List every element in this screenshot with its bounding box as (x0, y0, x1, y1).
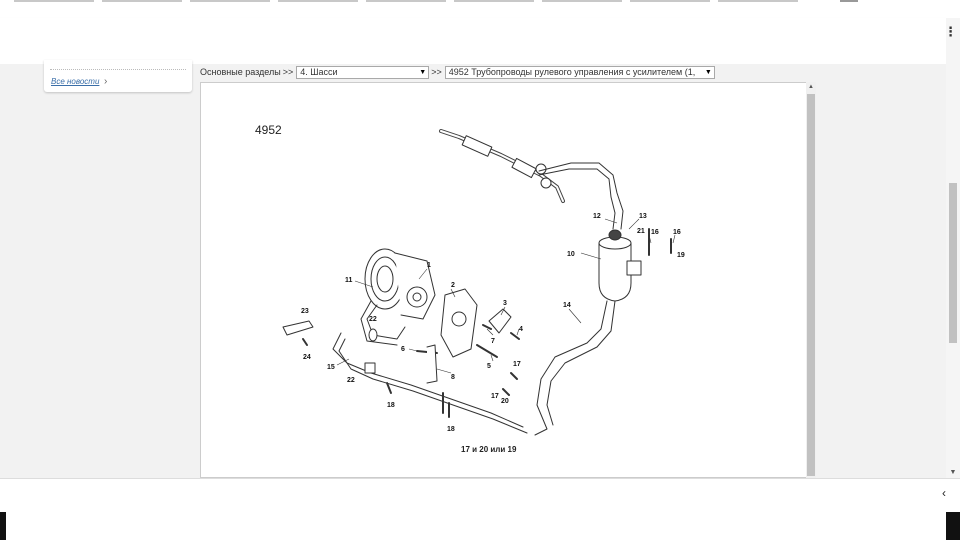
bracket-23 (282, 320, 314, 336)
browser-tab[interactable] (278, 0, 358, 2)
callout-16a: 16 (651, 229, 659, 236)
diagram-viewer[interactable]: 4952 (200, 82, 816, 478)
menu-icon[interactable]: ⋮ (944, 24, 957, 39)
pump-bracket (440, 288, 478, 358)
clamp-22 (368, 328, 378, 342)
dropdown-arrow-icon: ▼ (704, 68, 712, 76)
clamp-22b (364, 362, 376, 374)
callout-14: 14 (563, 302, 571, 309)
diagram-number: 4952 (255, 123, 282, 137)
bolt-17a (510, 372, 518, 380)
browser-tab-strip (0, 0, 960, 2)
callout-labels: 1 2 3 4 5 6 7 8 10 11 12 13 14 15 16 16 … (301, 213, 685, 433)
bolt-5 (476, 344, 498, 358)
breadcrumb: Основные разделы >> 4. Шасси ▼ >> 4952 Т… (200, 65, 715, 79)
callout-20: 20 (501, 398, 509, 405)
callout-18a: 18 (387, 402, 395, 409)
callout-3: 3 (503, 300, 507, 307)
all-news-link[interactable]: Все новости (51, 77, 100, 86)
screen-edge-left (0, 512, 6, 540)
scroll-down-icon[interactable]: ▼ (949, 469, 957, 476)
scroll-up-icon[interactable]: ▲ (808, 84, 814, 90)
callout-17b: 17 (491, 393, 499, 400)
chevron-right-icon[interactable]: › (104, 76, 108, 87)
callout-13: 13 (639, 213, 647, 220)
callout-19: 19 (677, 252, 685, 259)
viewer-scrollbar[interactable]: ▲ (806, 82, 816, 478)
breadcrumb-root-label: Основные разделы (200, 67, 281, 77)
bolt-18a (386, 382, 392, 394)
subsection-select[interactable]: 4952 Трубопроводы рулевого управления с … (444, 65, 715, 79)
browser-tab[interactable] (190, 0, 270, 2)
browser-tab[interactable] (718, 0, 798, 2)
bolt-4 (510, 332, 520, 340)
bolt-17b (502, 388, 510, 396)
browser-tab[interactable] (630, 0, 710, 2)
part-3 (488, 308, 512, 334)
browser-tab[interactable] (542, 0, 622, 2)
viewer-scroll-thumb[interactable] (807, 94, 815, 476)
callout-17a: 17 (513, 361, 521, 368)
browser-tab[interactable] (102, 0, 182, 2)
callout-16b: 16 (673, 229, 681, 236)
rack-boot (461, 135, 493, 157)
callout-22b: 22 (347, 377, 355, 384)
reservoir-bracket (626, 260, 642, 276)
callout-11: 11 (345, 277, 353, 284)
diagram-caption: 17 и 20 или 19 (461, 445, 517, 454)
callout-15: 15 (327, 364, 335, 371)
callout-leaders (336, 218, 676, 374)
callout-23: 23 (301, 308, 309, 315)
callout-12: 12 (593, 213, 601, 220)
callout-4: 4 (519, 326, 523, 333)
callout-2: 2 (451, 282, 455, 289)
reservoir (598, 242, 632, 302)
bottom-panel (0, 478, 960, 541)
callout-6: 6 (401, 346, 405, 353)
parts-diagram: 1 2 3 4 5 6 7 8 10 11 12 13 14 15 16 16 … (282, 129, 685, 436)
back-icon[interactable]: ‹ (942, 486, 946, 500)
browser-tab[interactable] (366, 0, 446, 2)
pressure-line-14 (534, 300, 608, 436)
browser-tab[interactable] (454, 0, 534, 2)
diagram-drawing (282, 129, 672, 436)
callout-21: 21 (637, 228, 645, 235)
callout-24: 24 (303, 354, 311, 361)
callout-7: 7 (491, 338, 495, 345)
callout-10: 10 (567, 251, 575, 258)
rack-valve (535, 163, 547, 175)
browser-tab[interactable] (14, 0, 94, 2)
page-scroll-thumb[interactable] (949, 183, 957, 343)
hose-line-12 (538, 162, 624, 230)
site-header-bar (0, 18, 946, 65)
page-scrollbar[interactable]: ▼ (946, 18, 960, 480)
breadcrumb-separator: >> (431, 67, 442, 77)
callout-18b: 18 (447, 426, 455, 433)
breadcrumb-separator: >> (282, 67, 294, 77)
callout-22a: 22 (369, 316, 377, 323)
section-select-value: 4. Шасси (300, 66, 338, 77)
section-select[interactable]: 4. Шасси ▼ (296, 65, 430, 79)
news-sidebar-card: Все новости › (44, 60, 192, 92)
news-divider (50, 69, 186, 70)
bolt-24 (302, 338, 308, 346)
callout-1: 1 (427, 262, 431, 269)
callout-5: 5 (487, 363, 491, 370)
screen-edge-right (946, 512, 960, 540)
subsection-select-value: 4952 Трубопроводы рулевого управления с … (448, 66, 696, 77)
dropdown-arrow-icon: ▼ (419, 68, 427, 76)
washer-7 (482, 324, 492, 330)
bracket-8 (426, 344, 438, 384)
browser-tab-active[interactable] (840, 0, 858, 2)
return-line-15 (332, 332, 524, 428)
callout-8: 8 (451, 374, 455, 381)
